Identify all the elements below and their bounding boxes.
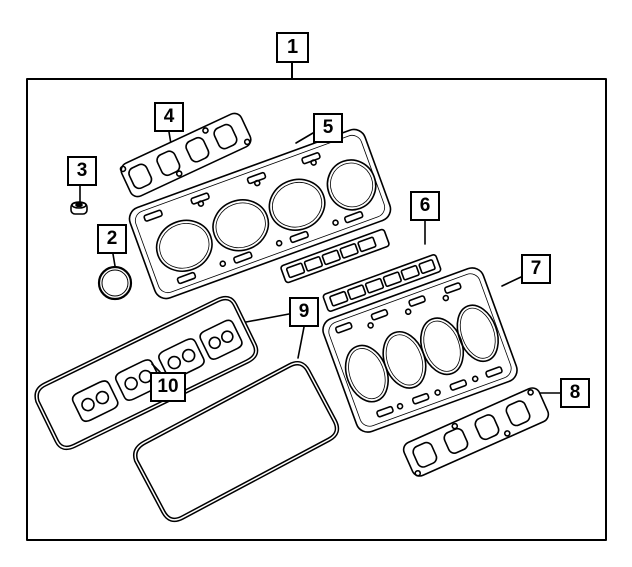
head-gasket-left-part: [128, 128, 392, 300]
kit-frame: [26, 78, 607, 541]
plug-part: [70, 201, 88, 215]
intake-gasket-upper-part: [280, 228, 390, 284]
callout-2: 2: [97, 224, 127, 254]
callout-5: 5: [313, 113, 343, 143]
intake-gasket-lower-part: [322, 254, 442, 312]
callout-10: 10: [150, 372, 186, 402]
callout-9: 9: [289, 297, 319, 327]
callout-3: 3: [67, 156, 97, 186]
exhaust-gasket-right-part: [402, 387, 550, 477]
callout-8: 8: [560, 378, 590, 408]
valve-cover-gasket-left-part: [34, 295, 259, 451]
callout-4: 4: [154, 102, 184, 132]
callout-6: 6: [410, 191, 440, 221]
callout-7: 7: [521, 254, 551, 284]
valve-cover-gasket-right-part: [132, 360, 340, 523]
callout-1: 1: [276, 32, 309, 63]
head-gasket-right-part: [322, 267, 518, 433]
o-ring-part: [97, 265, 133, 301]
exhaust-gasket-left-part: [119, 112, 252, 198]
